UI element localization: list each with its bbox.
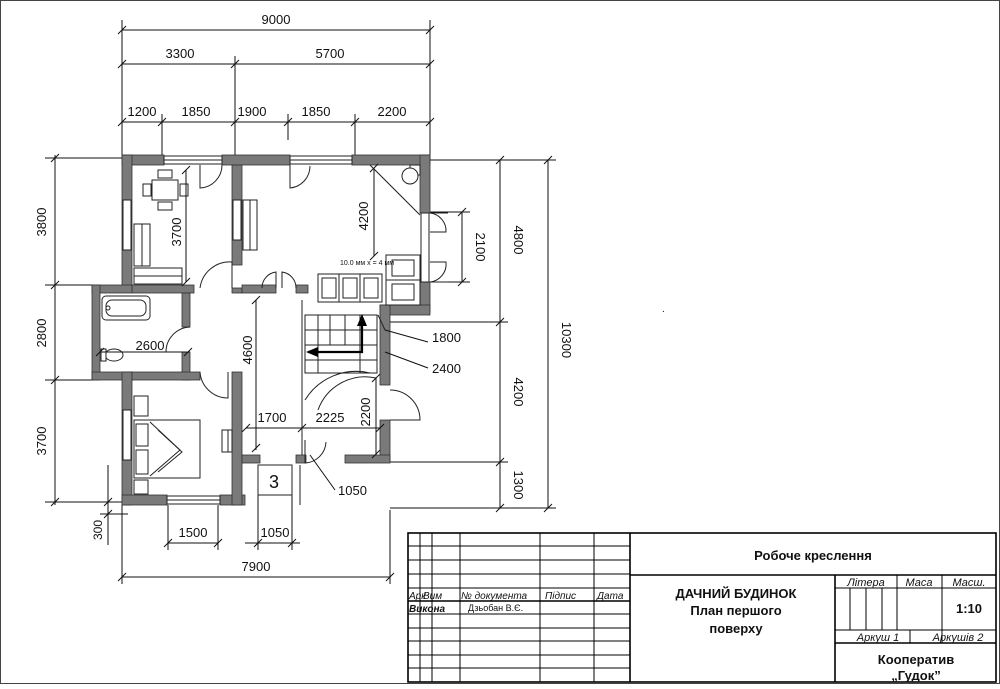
dim-right-upper: 4800 <box>511 226 526 255</box>
left-dimensions: 3800 2800 3700 300 <box>34 153 128 545</box>
dim-top-2: 1850 <box>182 104 211 119</box>
dim-bottom-total: 7900 <box>242 559 271 574</box>
dim-top-4: 1850 <box>302 104 331 119</box>
org-line-1: Кооператив <box>878 652 954 667</box>
col-header-date: Дата <box>596 591 624 602</box>
bottom-dimensions: 1500 1050 7900 <box>117 480 395 584</box>
col-header-sign: Підпис <box>545 591 576 602</box>
dim-stair-2: 2400 <box>432 361 461 376</box>
scale-value: 1:10 <box>956 601 982 616</box>
sheet-count: Аркушів 2 <box>932 632 984 644</box>
dim-left-block: 3300 <box>166 46 195 61</box>
furniture: 3700 4200 10.0 мм х = 4 мм 2600 <box>95 163 421 495</box>
dim-hall-w2: 2225 <box>316 410 345 425</box>
col-header-sheet: Арк <box>408 591 427 602</box>
right-dimensions: 10300 4800 4200 1300 2100 <box>390 155 574 513</box>
room-number: 3 <box>269 472 279 492</box>
sheet-number: Аркуш 1 <box>856 632 899 644</box>
dim-left-3: 3700 <box>34 427 49 456</box>
dim-room-height: 3700 <box>169 218 184 247</box>
hall-and-stair: 4600 1700 2225 2200 1800 2400 3 1050 <box>240 295 461 505</box>
scale-label: Масш. <box>952 577 985 589</box>
title-block: Арк Вим № документа Підпис Дата Викона Д… <box>407 532 997 683</box>
project-title-3: поверху <box>709 621 763 636</box>
dim-right-total: 10300 <box>559 322 574 358</box>
dim-stair-height: 2200 <box>358 398 373 427</box>
col-header-change: Вим <box>423 591 442 602</box>
dim-total-width: 9000 <box>262 12 291 27</box>
project-title-2: План першого <box>690 603 781 618</box>
col-header-doc: № документа <box>461 591 528 602</box>
dim-hall-length: 4600 <box>240 336 255 365</box>
windows <box>122 155 430 505</box>
dim-right-bottom: 1300 <box>511 471 526 500</box>
mass-label: Маса <box>905 577 932 589</box>
org-line-2: „Гудок” <box>891 668 940 683</box>
dim-top-3: 1900 <box>238 104 267 119</box>
project-title-1: ДАЧНИЙ БУДИНОК <box>676 586 797 601</box>
dim-stair-1: 1800 <box>432 330 461 345</box>
dim-bottom-2: 1050 <box>261 525 290 540</box>
dim-left-2: 2800 <box>34 319 49 348</box>
dim-kitchen-depth: 4200 <box>356 202 371 231</box>
dim-top-5: 2200 <box>378 104 407 119</box>
dim-left-1: 3800 <box>34 208 49 237</box>
drawing-type: Робоче креслення <box>754 548 872 563</box>
doors <box>165 164 448 496</box>
svg-text:.: . <box>662 304 665 315</box>
dim-right-block: 5700 <box>316 46 345 61</box>
dim-top-1: 1200 <box>128 104 157 119</box>
dim-left-4: 300 <box>91 520 105 540</box>
performed-label: Викона <box>409 604 446 615</box>
dim-right-lower: 4200 <box>511 378 526 407</box>
top-dimensions: 9000 3300 5700 1200 1850 1900 1850 2200 <box>117 12 435 160</box>
performer-name: Дзьобан В.Є. <box>468 603 523 613</box>
dim-bottom-1: 1500 <box>179 525 208 540</box>
dim-bath-width: 2600 <box>136 338 165 353</box>
dim-hall-w1: 1700 <box>258 410 287 425</box>
litera-label: Літера <box>846 577 885 589</box>
scale-annotation: 10.0 мм х = 4 мм <box>340 260 394 267</box>
dim-window-width: 2100 <box>473 233 488 262</box>
dim-porch: 1050 <box>338 483 367 498</box>
